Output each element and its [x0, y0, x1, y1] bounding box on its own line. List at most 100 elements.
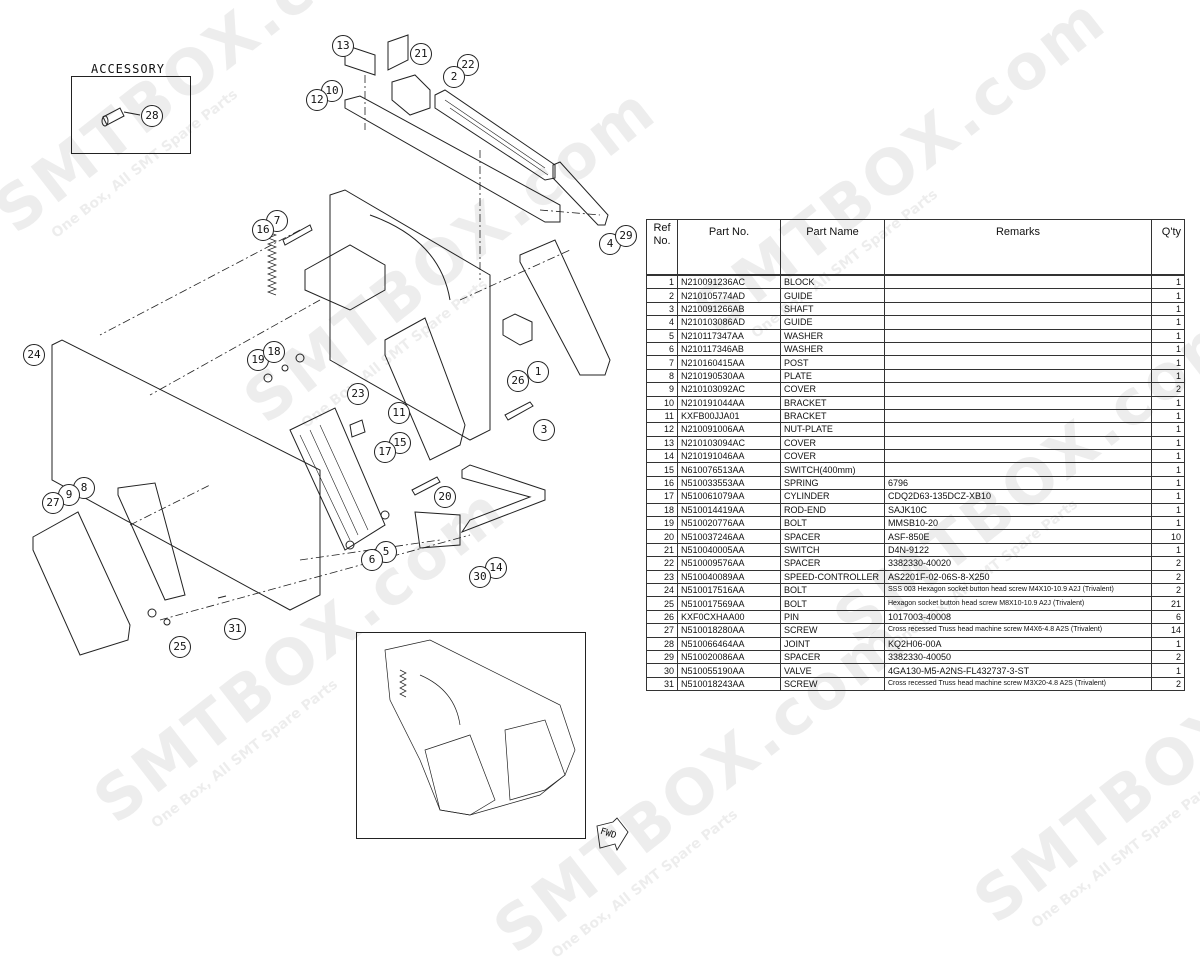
cell-ref-no: 31	[646, 676, 678, 692]
cell-remarks: SAJK10C	[884, 502, 1152, 518]
cell-qty: 2	[1151, 649, 1185, 665]
cell-part-name: ROD-END	[780, 502, 885, 518]
callout-18: 18	[263, 341, 285, 363]
cell-qty: 1	[1151, 328, 1185, 343]
cell-remarks: Cross recessed Truss head machine screw …	[884, 676, 1152, 692]
cell-qty: 1	[1151, 542, 1185, 558]
cell-qty: 1	[1151, 368, 1185, 384]
cell-ref-no: 7	[646, 355, 678, 370]
cell-remarks	[884, 395, 1152, 410]
cell-qty: 1	[1151, 301, 1185, 317]
cell-part-no: N510009576AA	[677, 556, 781, 571]
cell-remarks	[884, 422, 1152, 437]
cell-part-name: SPRING	[780, 475, 885, 491]
cell-part-no: N210191046AA	[677, 449, 781, 464]
cell-part-name: GUIDE	[780, 288, 885, 303]
cell-part-no: N210191044AA	[677, 395, 781, 410]
cell-part-name: SPACER	[780, 649, 885, 665]
cell-remarks	[884, 355, 1152, 370]
cell-ref-no: 2	[646, 288, 678, 303]
assembled-view-inset	[356, 632, 586, 839]
cell-qty: 1	[1151, 274, 1185, 290]
callout-13: 13	[332, 35, 354, 57]
callout-17: 17	[374, 441, 396, 463]
cell-qty: 1	[1151, 636, 1185, 651]
callout-24: 24	[23, 344, 45, 366]
cell-part-no: N610076513AA	[677, 462, 781, 477]
cell-remarks	[884, 382, 1152, 397]
cell-qty: 1	[1151, 663, 1185, 678]
cell-part-no: N210091006AA	[677, 422, 781, 437]
cell-remarks: AS2201F-02-06S-8-X250	[884, 569, 1152, 584]
cell-ref-no: 5	[646, 328, 678, 343]
cell-ref-no: 22	[646, 556, 678, 571]
cell-qty: 1	[1151, 355, 1185, 370]
cell-qty: 1	[1151, 288, 1185, 303]
cell-remarks: KQ2H06-00A	[884, 636, 1152, 651]
cell-remarks	[884, 288, 1152, 303]
cell-qty: 6	[1151, 609, 1185, 625]
cell-remarks: MMSB10-20	[884, 516, 1152, 531]
callout-1: 1	[527, 361, 549, 383]
cell-ref-no: 28	[646, 636, 678, 651]
header-ref-no: Ref No.	[646, 219, 678, 276]
cell-part-name: BOLT	[780, 582, 885, 598]
cell-qty: 1	[1151, 408, 1185, 424]
cell-remarks: CDQ2D63-135DCZ-XB10	[884, 489, 1152, 504]
cell-remarks: 6796	[884, 475, 1152, 491]
cell-part-name: COVER	[780, 435, 885, 451]
cell-remarks	[884, 368, 1152, 384]
cell-qty: 2	[1151, 582, 1185, 598]
cell-ref-no: 12	[646, 422, 678, 437]
cell-ref-no: 25	[646, 596, 678, 611]
cell-part-name: CYLINDER	[780, 489, 885, 504]
cell-part-name: BRACKET	[780, 395, 885, 410]
cell-remarks	[884, 274, 1152, 290]
callout-3: 3	[533, 419, 555, 441]
cell-part-name: SCREW	[780, 676, 885, 692]
cell-part-name: PIN	[780, 609, 885, 625]
cell-qty: 1	[1151, 341, 1185, 357]
cell-part-no: N510033553AA	[677, 475, 781, 491]
cell-part-no: N210190530AA	[677, 368, 781, 384]
cell-part-name: SPACER	[780, 529, 885, 544]
cell-ref-no: 27	[646, 623, 678, 638]
cell-part-name: JOINT	[780, 636, 885, 651]
callout-30: 30	[469, 566, 491, 588]
callout-2: 2	[443, 66, 465, 88]
callout-31: 31	[224, 618, 246, 640]
cell-part-name: COVER	[780, 382, 885, 397]
cell-ref-no: 21	[646, 542, 678, 558]
cell-remarks	[884, 449, 1152, 464]
cell-part-no: KXFB00JJA01	[677, 408, 781, 424]
callout-25: 25	[169, 636, 191, 658]
cell-qty: 1	[1151, 395, 1185, 410]
cell-qty: 1	[1151, 489, 1185, 504]
cell-qty: 2	[1151, 569, 1185, 584]
cell-part-no: N510017516AA	[677, 582, 781, 598]
cell-ref-no: 16	[646, 475, 678, 491]
cell-remarks: 4GA130-M5-A2NS-FL432737-3-ST	[884, 663, 1152, 678]
callout-accessory: 28	[141, 105, 163, 127]
cell-remarks	[884, 462, 1152, 477]
cell-ref-no: 6	[646, 341, 678, 357]
cell-part-no: N510020086AA	[677, 649, 781, 665]
